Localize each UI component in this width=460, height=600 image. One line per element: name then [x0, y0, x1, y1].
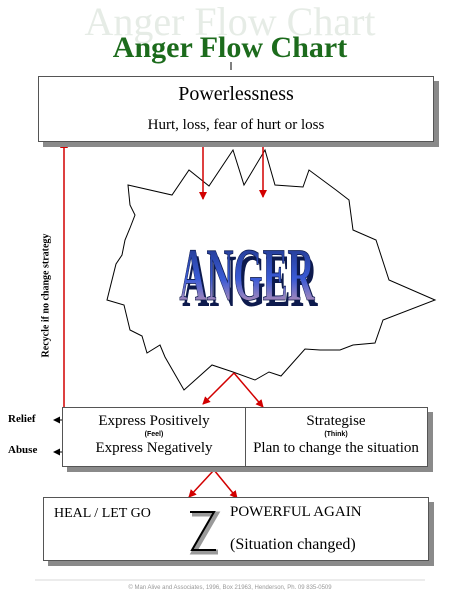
- arrow-anger-to-strategise: [233, 372, 264, 408]
- recycle-label: Recycle if no change strategy: [40, 233, 52, 358]
- arrow-anger-to-express: [202, 372, 235, 405]
- powerlessness-heading: Powerlessness: [178, 83, 294, 105]
- situation-changed: (Situation changed): [230, 536, 356, 553]
- abuse-label: Abuse: [8, 444, 38, 456]
- heal-let-go: HEAL / LET GO: [54, 506, 151, 521]
- outcome-box: HEAL / LET GO POWERFUL AGAIN (Situation …: [43, 497, 429, 561]
- footer-copyright: © Man Alive and Associates, 1996, Box 21…: [128, 585, 332, 591]
- anger-word-group: ANGER ANGER: [179, 233, 318, 323]
- arrow-to-powerful: [213, 469, 238, 499]
- strategise-panel: Strategise (Think) Plan to change the si…: [245, 408, 427, 466]
- watermark-title: Anger Flow Chart: [84, 0, 376, 44]
- express-negatively: Express Negatively: [95, 440, 213, 456]
- express-strategise-box: Express Positively (Feel) Express Negati…: [62, 407, 428, 467]
- powerful-again: POWERFUL AGAIN: [230, 504, 362, 520]
- zigzag-icon: [189, 511, 221, 555]
- arrow-to-heal: [188, 469, 215, 498]
- think-note: (Think): [324, 431, 348, 438]
- strategise-heading: Strategise: [306, 413, 366, 429]
- anger-starburst: [106, 148, 437, 391]
- anger-word: ANGER: [179, 233, 315, 317]
- plan-text: Plan to change the situation: [253, 440, 419, 456]
- powerlessness-subtitle: Hurt, loss, fear of hurt or loss: [147, 117, 325, 133]
- express-panel: Express Positively (Feel) Express Negati…: [63, 408, 246, 466]
- feel-note: (Feel): [144, 431, 164, 438]
- anger-word-shadow: ANGER: [182, 239, 318, 323]
- page-title: Anger Flow Chart: [112, 31, 348, 64]
- powerlessness-box: Powerlessness Hurt, loss, fear of hurt o…: [38, 76, 434, 142]
- express-positively: Express Positively: [98, 413, 210, 429]
- relief-label: Relief: [8, 413, 36, 425]
